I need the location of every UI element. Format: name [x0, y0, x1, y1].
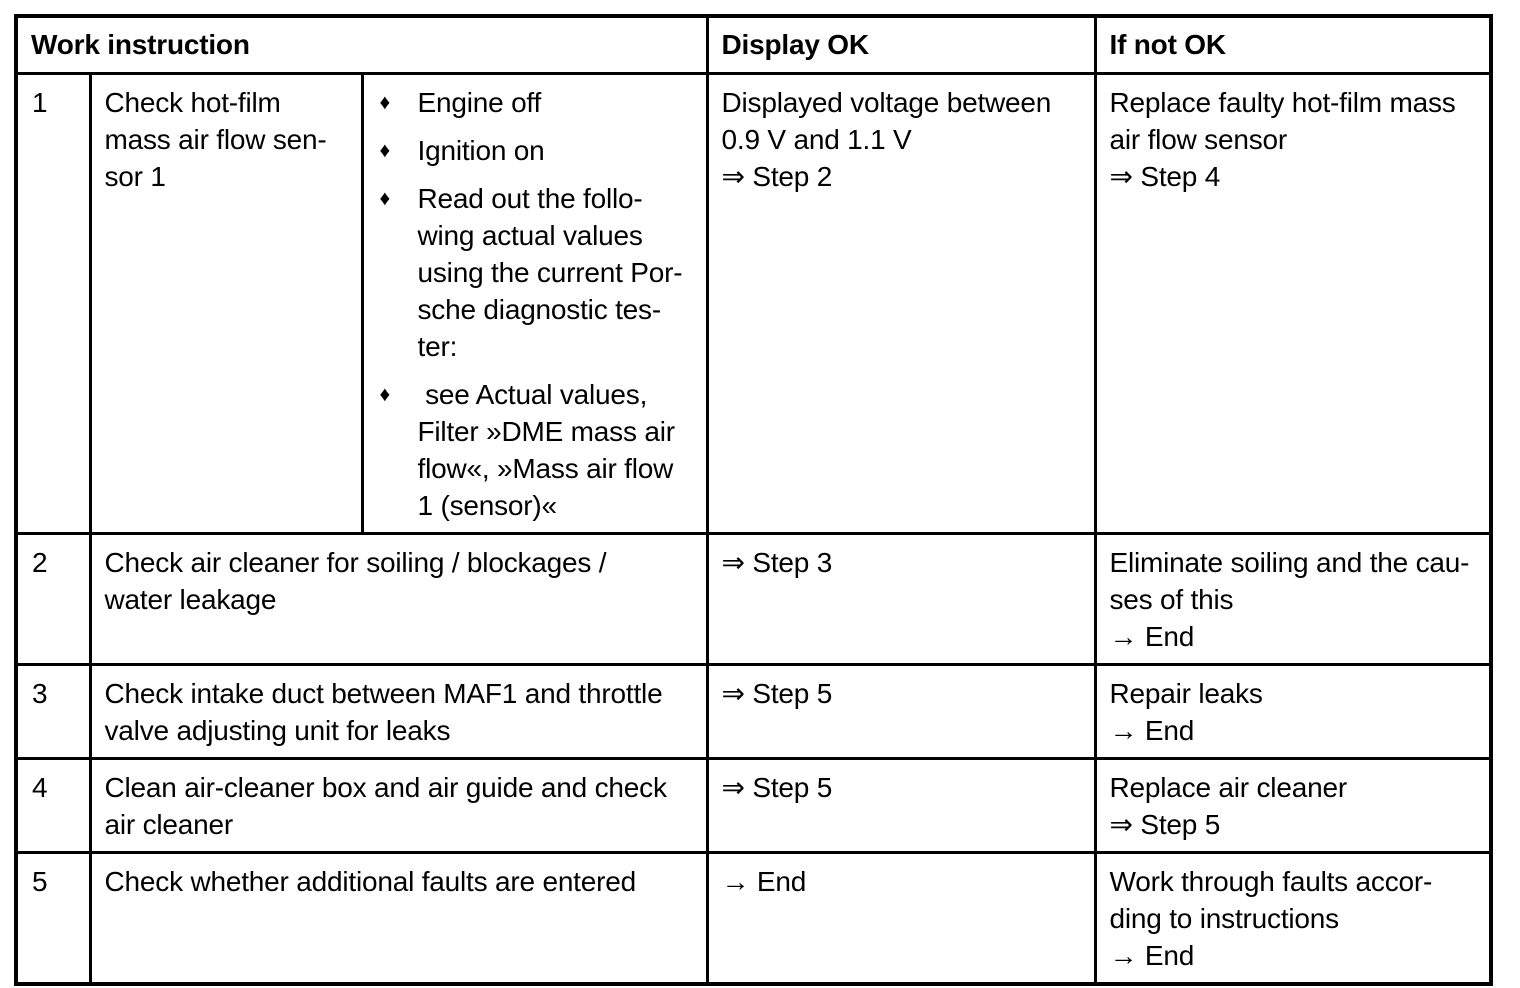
- step-number: 4: [14, 756, 92, 854]
- step-number: 1: [14, 71, 92, 535]
- display-ok-cell: ⇒ Step 5: [705, 756, 1097, 854]
- text-line: ⇒ Step 5: [721, 677, 833, 709]
- if-not-ok-cell: Replace faulty hot-film mass air flow sen…: [1093, 71, 1493, 535]
- display-ok-cell: ⇒ Step 3: [705, 531, 1097, 666]
- text-line: Eliminate soiling and the cau-: [1109, 546, 1470, 578]
- if-not-ok-cell: Eliminate soiling and the cau-ses of thi…: [1093, 531, 1493, 666]
- text-line: Check air cleaner for soiling / blockage…: [104, 546, 607, 578]
- text-line: air flow sensor: [1109, 123, 1288, 155]
- text-line: ⇒ Step 4: [1109, 160, 1221, 192]
- text-line: ⇒ Step 5: [721, 771, 833, 803]
- text-line: see Actual values,: [417, 378, 648, 410]
- text-line: ding to instructions: [1109, 902, 1340, 934]
- text-line: ses of this: [1109, 583, 1234, 615]
- display-ok-cell: ⇒ Step 5: [705, 662, 1097, 760]
- text-line: ⇒ Step 5: [1109, 808, 1221, 840]
- text-line: Repair leaks: [1109, 677, 1263, 709]
- text-line: ⇒ Step 3: [721, 546, 833, 578]
- instruction-cell: Check intake duct between MAF1 and throt…: [88, 662, 709, 760]
- display-ok-cell: Displayed voltage between 0.9 V and 1.1 V…: [705, 71, 1097, 535]
- text-line: valve adjusting unit for leaks: [104, 714, 451, 746]
- display-ok-cell: → End: [705, 850, 1097, 985]
- text-line: Ignition on: [417, 134, 545, 166]
- text-line: Check intake duct between MAF1 and throt…: [104, 677, 663, 709]
- text-line: Work through faults accor-: [1109, 865, 1433, 897]
- text-line: Clean air-cleaner box and air guide and …: [104, 771, 667, 803]
- text-line: → End: [721, 865, 807, 897]
- instruction-cell: Clean air-cleaner box and air guide and …: [88, 756, 709, 854]
- bullet-item: ♦ Engine off: [377, 84, 696, 121]
- header-work-instruction: Work instruction: [14, 14, 709, 75]
- bullet-text: Engine off: [418, 84, 696, 121]
- header-display-ok: Display OK: [705, 14, 1097, 75]
- text-line: Replace faulty hot-film mass: [1109, 86, 1456, 118]
- table-row-step-2: 2 Check air cleaner for soiling / blocka…: [14, 531, 1493, 666]
- text-line: ⇒ Step 2: [721, 160, 833, 192]
- diamond-bullet-icon: ♦: [379, 90, 391, 114]
- if-not-ok-cell: Replace air cleaner ⇒ Step 5: [1093, 756, 1493, 854]
- text-line: → End: [1109, 939, 1195, 971]
- text-line: Replace air cleaner: [1109, 771, 1348, 803]
- conditions-cell: ♦ Engine off ♦ Ignition on ♦ Read out th…: [360, 71, 709, 535]
- bullet-text: Ignition on: [418, 132, 696, 169]
- diamond-bullet-icon: ♦: [379, 138, 391, 162]
- text-line: Engine off: [417, 86, 542, 118]
- table-row-step-5: 5 Check whether additional faults are en…: [14, 850, 1493, 985]
- text-line: Read out the follo-: [417, 182, 643, 214]
- step-number: 3: [14, 662, 92, 760]
- table-row-step-3: 3 Check intake duct between MAF1 and thr…: [14, 662, 1493, 760]
- text-line: sor 1: [104, 160, 166, 192]
- bullet-item: ♦ Read out the follo-wing actual values u…: [377, 180, 696, 365]
- text-line: Check hot-film: [104, 86, 281, 118]
- diamond-bullet-icon: ♦: [379, 382, 391, 406]
- text-line: wing actual values: [417, 219, 643, 251]
- text-line: ter:: [417, 330, 458, 362]
- instruction-cell: Check whether additional faults are ente…: [88, 850, 709, 985]
- step-number: 2: [14, 531, 92, 666]
- if-not-ok-cell: Repair leaks → End: [1093, 662, 1493, 760]
- bullet-item: ♦ see Actual values, Filter »DME mass air…: [377, 376, 696, 524]
- bullet-text: Read out the follo-wing actual values usi…: [418, 180, 696, 365]
- text-line: Filter »DME mass air: [417, 415, 676, 447]
- text-line: sche diagnostic tes-: [417, 293, 662, 325]
- text-line: mass air flow sen-: [104, 123, 327, 155]
- diamond-bullet-icon: ♦: [379, 186, 391, 210]
- instruction-cell: Check hot-film mass air flow sen-sor 1: [88, 71, 364, 535]
- text-line: water leakage: [104, 583, 277, 615]
- table-row-step-4: 4 Clean air-cleaner box and air guide an…: [14, 756, 1493, 854]
- work-instruction-table: Work instruction Display OK If not OK 1 …: [14, 14, 1493, 986]
- instruction-cell: Check air cleaner for soiling / blockage…: [88, 531, 709, 666]
- bullet-item: ♦ Ignition on: [377, 132, 696, 169]
- text-line: air cleaner: [104, 808, 234, 840]
- text-line: → End: [1109, 620, 1195, 652]
- header-if-not-ok: If not OK: [1093, 14, 1493, 75]
- header-row: Work instruction Display OK If not OK: [14, 14, 1493, 75]
- step-number: 5: [14, 850, 92, 985]
- text-line: → End: [1109, 714, 1195, 746]
- text-line: flow«, »Mass air flow: [417, 452, 674, 484]
- text-line: Displayed voltage between: [721, 86, 1052, 118]
- text-line: 1 (sensor)«: [417, 489, 558, 521]
- if-not-ok-cell: Work through faults accor-ding to instru…: [1093, 850, 1493, 985]
- text-line: 0.9 V and 1.1 V: [721, 123, 912, 155]
- text-line: using the current Por-: [417, 256, 683, 288]
- text-line: Check whether additional faults are ente…: [104, 865, 637, 897]
- bullet-text: see Actual values, Filter »DME mass air fl…: [418, 376, 696, 524]
